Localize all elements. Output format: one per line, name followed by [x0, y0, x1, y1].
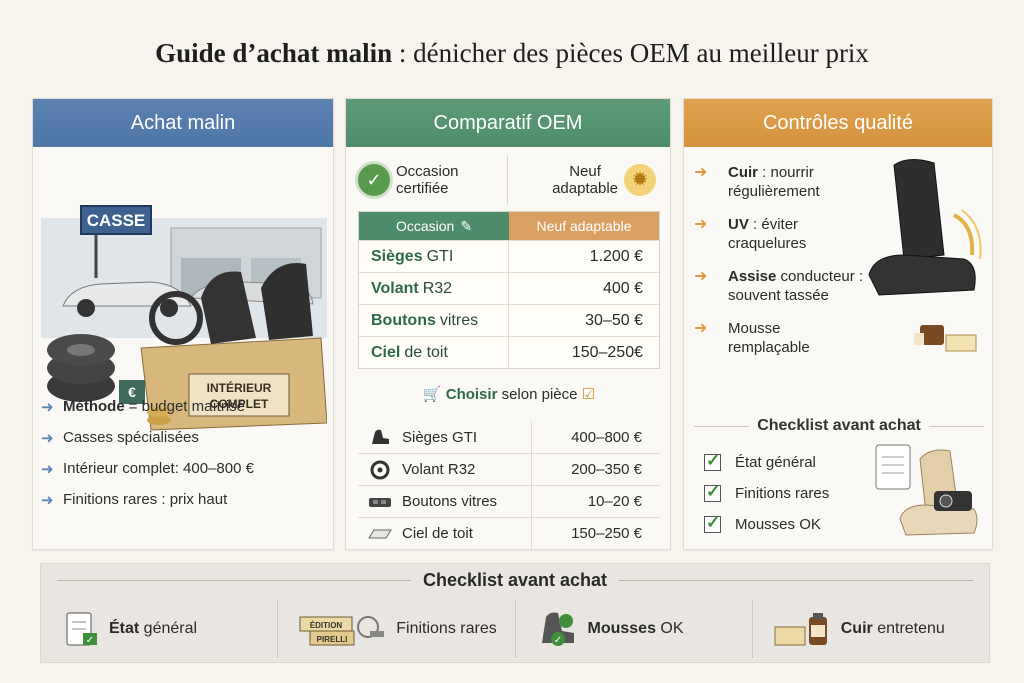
arrow-icon: ➜ [694, 268, 708, 285]
seat-icon [358, 428, 402, 446]
list-item: ➜Assise conducteur : souvent tassée [694, 268, 864, 304]
checkbox-icon [704, 451, 721, 471]
checklist-item: ✓ Mousses OK [514, 600, 752, 658]
clipboard-icon: ✓ [66, 612, 97, 646]
gear-icon: ✹ [624, 164, 656, 196]
arrow-icon: ➜ [694, 320, 708, 337]
svg-text:PIRELLI: PIRELLI [317, 635, 348, 644]
checklist-divider: Checklist avant achat [694, 417, 984, 435]
achat-malin-panel: Achat malin CASSE INTÉRIEUR COMPLET € ➜M… [32, 98, 334, 550]
achat-malin-header: Achat malin [33, 99, 333, 147]
casse-sign-text: CASSE [87, 211, 146, 230]
arrow-icon: ➜ [694, 164, 708, 181]
svg-text:COMPLET: COMPLET [210, 397, 269, 411]
casse-sign [80, 205, 152, 235]
list-item: ➜Méthode= budget maîtrisé [41, 398, 245, 416]
bottom-checklist-title: Checklist avant achat [41, 570, 989, 591]
arrow-icon: ➜ [694, 216, 708, 233]
headliner-icon [358, 526, 402, 542]
edit-icon: ✎ [460, 217, 473, 234]
list-item: ➜Intérieur complet: 400–800 € [41, 460, 254, 478]
arrow-icon: ➜ [41, 460, 54, 478]
svg-text:ÉDITION: ÉDITION [310, 621, 343, 630]
list-item: ➜Mousse remplaçable [694, 320, 810, 356]
arrow-icon: ➜ [41, 429, 54, 447]
steering-wheel-icon [358, 459, 402, 481]
window-buttons-icon [358, 494, 402, 510]
list-item: ➜UV : éviter craquelures [694, 216, 807, 252]
checklist-item: ✓ État général [41, 600, 277, 658]
cart-icon: 🛒 [422, 386, 442, 403]
achat-malin-bullets: ➜Méthode= budget maîtrisé ➜Casses spécia… [41, 391, 254, 515]
list-item: ➜Casses spécialisées [41, 429, 199, 447]
checkbox-icon: ☑ [581, 386, 596, 403]
money-icon [119, 380, 145, 404]
checklist-item: Mousses OK [704, 509, 829, 540]
seat-illustration [868, 159, 982, 352]
svg-text:INTÉRIEUR: INTÉRIEUR [207, 380, 272, 395]
page-title: Guide d’achat malin : dénicher des pièce… [155, 38, 869, 68]
list-item: ➜Finitions rares : prix haut [41, 491, 228, 509]
arrow-icon: ➜ [41, 398, 54, 416]
leather-care-icon [920, 325, 944, 345]
junkyard-illustration: CASSE INTÉRIEUR COMPLET € [41, 205, 327, 431]
checkbox-icon [704, 482, 721, 502]
keychain-tags-icon: ÉDITION PIRELLI [299, 616, 385, 646]
svg-text:€: € [128, 384, 136, 400]
comparatif-header: Comparatif OEM [346, 99, 670, 147]
controles-panel: Contrôles qualité ➜Cuir : nourrir réguli… [683, 98, 993, 550]
checklist: État général Finitions rares Mousses OK [704, 447, 829, 540]
svg-text:✓: ✓ [553, 635, 561, 646]
choose-by-part: 🛒 Choisir selon pièce ☑ [422, 386, 596, 403]
clipboard-seat-illustration [875, 444, 978, 536]
leather-care-kit-icon [774, 613, 827, 646]
seat-check-icon: ✓ [541, 612, 574, 646]
foam-block-icon [945, 334, 977, 352]
controles-header: Contrôles qualité [684, 99, 992, 147]
table-header: Occasion✎ Neuf adaptable [359, 212, 659, 240]
check-circle-icon: ✓ [358, 164, 390, 196]
bottom-checklist: Checklist avant achat ✓ État général ÉDI… [40, 563, 990, 663]
checklist-item: État général [704, 447, 829, 478]
quality-list: ➜Cuir : nourrir régulièrement ➜UV : évit… [694, 163, 864, 371]
svg-text:✓: ✓ [86, 635, 94, 646]
arrow-icon: ➜ [41, 491, 54, 509]
checkbox-icon [704, 513, 721, 533]
list-item: ➜Cuir : nourrir régulièrement [694, 164, 820, 200]
checklist-item: Cuir entretenu [751, 600, 989, 658]
checklist-item: Finitions rares [704, 478, 829, 509]
